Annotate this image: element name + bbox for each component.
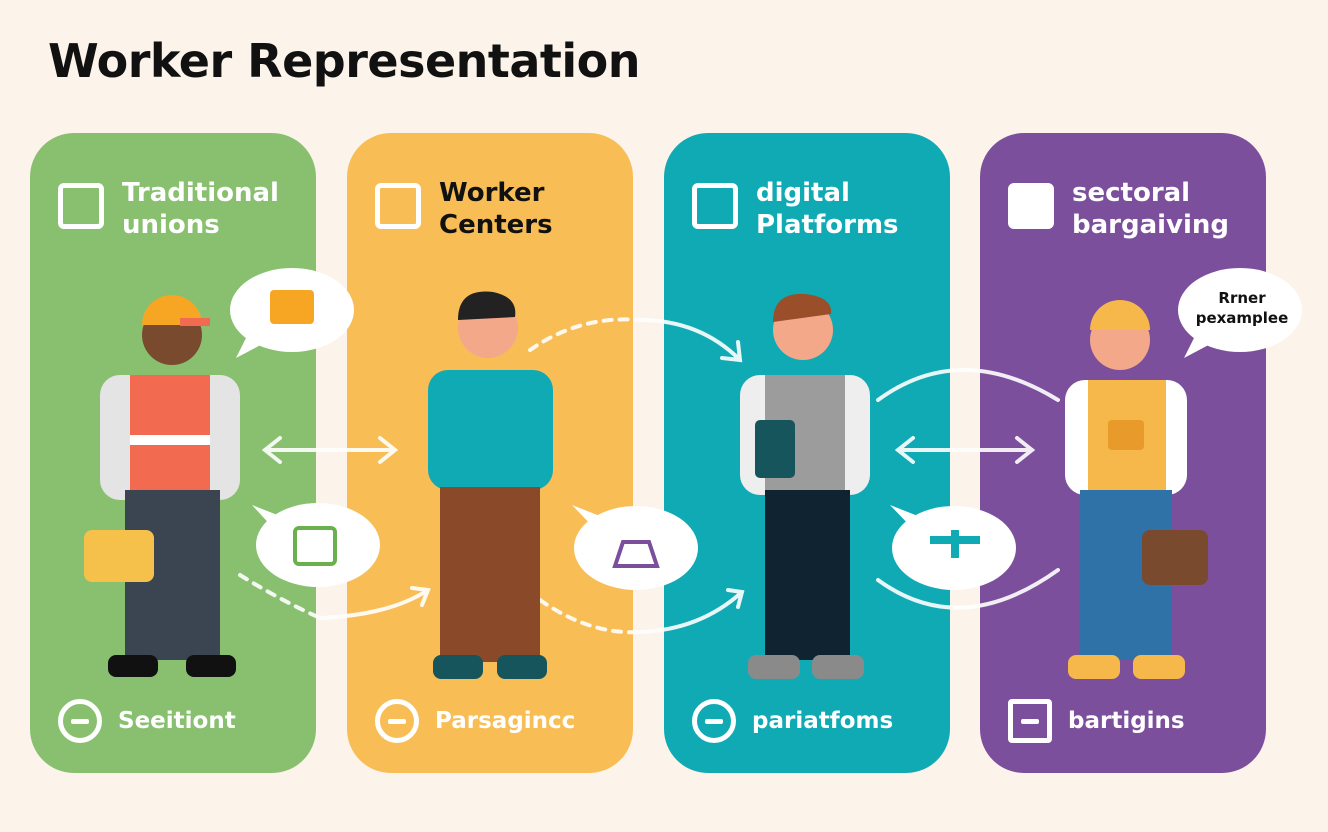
arrow-curve (238, 573, 322, 620)
chat-icon (270, 290, 314, 324)
union-icon (58, 183, 104, 229)
arrow-curve (876, 568, 1060, 610)
arrow-double (894, 436, 1036, 464)
page-title: Worker Representation (48, 34, 641, 88)
panel-title-line1: Worker (439, 178, 545, 208)
platform-icon (692, 183, 738, 229)
briefcase-icon (1142, 530, 1208, 585)
signpost-icon (930, 530, 980, 558)
tablet-icon (755, 420, 795, 478)
panel-footer-label: bartigins (1068, 708, 1185, 734)
panel-title-line1: digital (756, 178, 850, 208)
worker-figure-3 (740, 293, 870, 679)
footer-icon (1008, 699, 1052, 743)
panel-footer-label: Parsagincc (435, 708, 576, 734)
weight-icon (612, 540, 660, 568)
panel-title-line1: sectoral (1072, 178, 1191, 208)
bargaining-icon (1008, 183, 1054, 229)
arrow-curve (876, 368, 1060, 402)
panel-title-line1: Traditional (122, 178, 279, 208)
footer-icon (58, 699, 102, 743)
worker-figure-4 (1065, 300, 1208, 679)
arrow-curve (638, 318, 743, 363)
footer-icon (692, 699, 736, 743)
panel-footer-label: pariatfoms (752, 708, 894, 734)
center-icon (375, 183, 421, 229)
document-icon (293, 526, 337, 566)
arrow-curve (538, 598, 642, 635)
bubble-line2: pexamplee (1195, 309, 1289, 327)
bubble-line1: Rrner (1218, 289, 1266, 307)
panel-footer-label: Seeitiont (118, 708, 236, 734)
panel-title-line2: unions (122, 210, 220, 240)
panel-title-line2: bargaiving (1072, 210, 1230, 240)
arrow-double (261, 436, 399, 464)
panel-title-line2: Platforms (756, 210, 899, 240)
speech-bubble-text: Rrner pexamplee (1192, 288, 1292, 328)
footer-icon (375, 699, 419, 743)
worker-figure-2 (428, 291, 553, 679)
arrow-curve (528, 317, 642, 352)
worker-figure-1 (84, 295, 240, 677)
arrow-curve (318, 586, 431, 620)
panel-title-line2: Centers (439, 210, 553, 240)
arrow-curve (638, 588, 745, 634)
